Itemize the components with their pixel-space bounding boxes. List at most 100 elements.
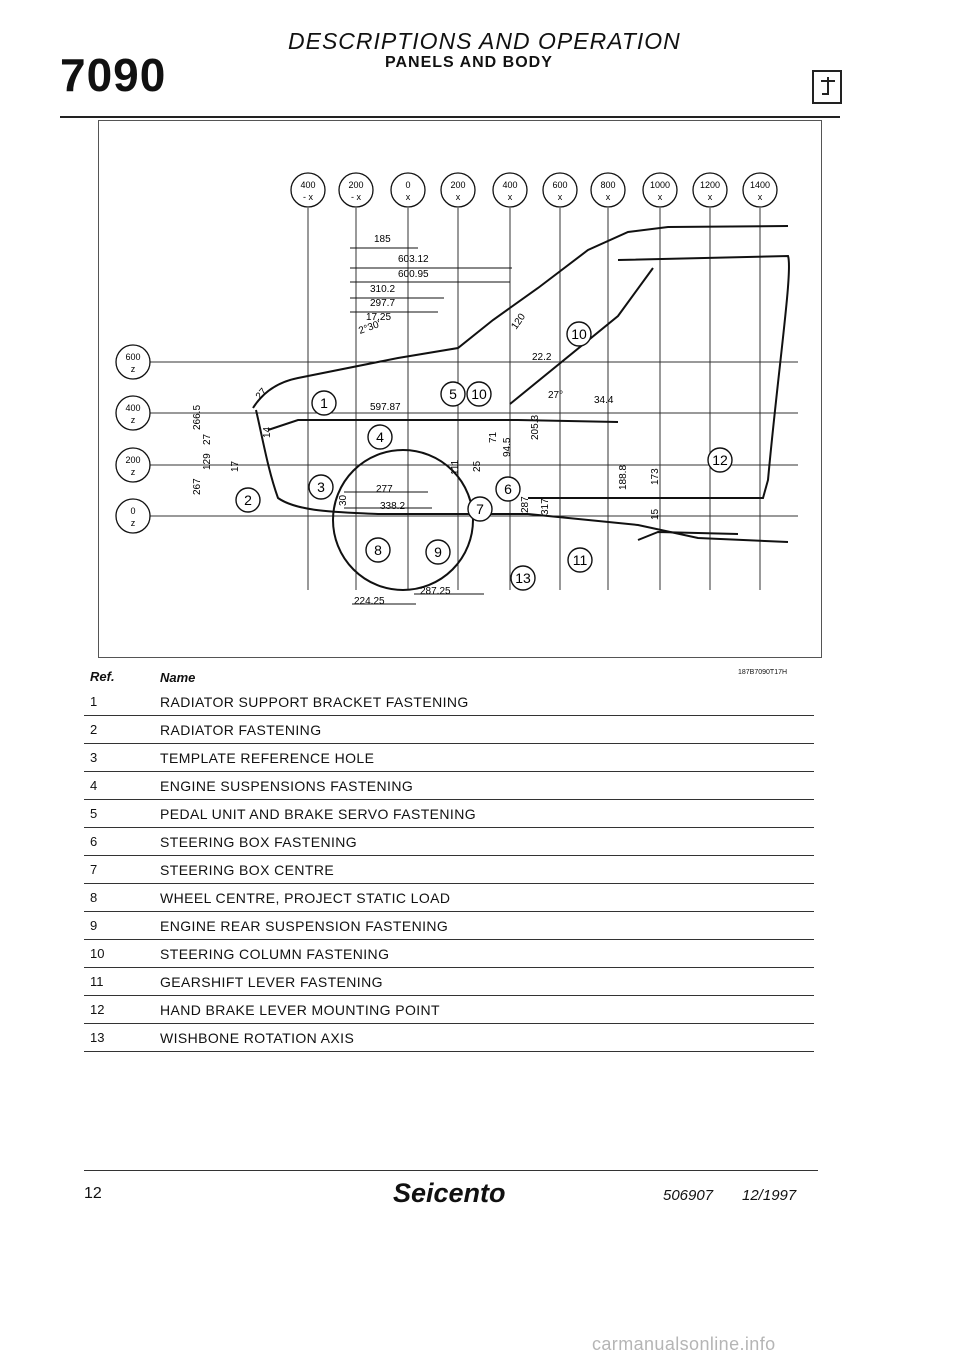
dimension-label: 310.2 [370,284,395,295]
dimension-label: 14 [262,426,273,438]
x-ref-value: 1200 [700,180,720,190]
dimension-label: 34.4 [594,395,614,406]
drawing-code: 187B7090T17H [738,669,788,676]
dimension-label: 17 [230,460,241,472]
brand-logo: Seicento [393,1178,506,1208]
row-name: RADIATOR SUPPORT BRACKET FASTENING [160,694,469,710]
callout-number: 6 [504,481,512,497]
row-ref: 8 [90,890,98,905]
page-title: DESCRIPTIONS AND OPERATION [288,28,681,54]
z-ref-bubble [115,447,151,483]
callout-bubble [440,381,466,407]
dimension-label: 22.2 [532,352,552,363]
row-ref: 10 [90,946,105,961]
row-name: STEERING BOX FASTENING [160,834,358,850]
row-ref: 9 [90,918,98,933]
dimension-label: 277 [376,484,393,495]
x-ref-bubble [390,172,426,208]
row-name: GEARSHIFT LEVER FASTENING [160,974,383,990]
dimension-label: 173 [650,468,661,485]
row-ref: 5 [90,806,98,821]
footer-rule [84,1170,818,1171]
callout-number: 7 [476,501,484,517]
z-ref-value: 0 [130,506,135,516]
z-ref-axis: z [131,415,136,425]
row-name: TEMPLATE REFERENCE HOLE [160,750,375,766]
z-ref-axis: z [131,364,136,374]
watermark: carmanualsonline.info [592,1334,776,1354]
callout-bubble [567,547,593,573]
callout-number: 8 [374,542,382,558]
x-ref-value: 1400 [750,180,770,190]
dimension-label: 129 [202,453,213,470]
z-ref-bubble [115,498,151,534]
x-ref-bubble [492,172,528,208]
z-ref-bubble [115,344,151,380]
dimension-label: 224.25 [354,596,385,607]
callout-number: 11 [573,552,588,568]
x-ref-value: 800 [600,180,615,190]
dimension-label: 30 [338,494,349,506]
x-ref-axis: x [558,192,563,202]
dimension-label: 27 [254,386,270,402]
name-column-header: Name [160,670,196,685]
dimension-label: 94.5 [502,437,513,457]
row-ref: 11 [90,974,104,989]
page-subtitle: PANELS AND BODY [385,54,553,71]
dimension-label: 338.2 [380,501,405,512]
dimension-label: 205.3 [530,415,541,440]
callout-number: 5 [449,386,457,402]
row-ref: 12 [90,1002,105,1017]
x-ref-axis: - x [351,192,361,202]
x-ref-axis: x [606,192,611,202]
callout-bubble [566,321,592,347]
x-ref-bubble [692,172,728,208]
document-date: 12/1997 [742,1187,797,1204]
table-row: 11 GEARSHIFT LEVER FASTENING [84,968,814,996]
dimension-label: 27 [202,433,213,445]
dimension-label: 287.25 [420,586,451,597]
dimension-label: 188.8 [618,465,629,490]
z-ref-value: 600 [125,352,140,362]
callout-number: 12 [712,452,728,468]
dimension-label: 2°30' [357,319,382,337]
row-name: WHEEL CENTRE, PROJECT STATIC LOAD [160,890,451,906]
callout-number: 2 [244,492,252,508]
x-ref-value: 600 [552,180,567,190]
callout-bubble [425,539,451,565]
x-ref-axis: x [456,192,461,202]
table-row: 5 PEDAL UNIT AND BRAKE SERVO FASTENING [84,800,814,828]
callout-bubble [367,424,393,450]
table-row: 1 RADIATOR SUPPORT BRACKET FASTENING [84,688,814,716]
row-ref: 1 [90,694,98,709]
z-ref-bubble [115,395,151,431]
x-ref-bubble [742,172,778,208]
x-ref-bubble [590,172,626,208]
x-ref-axis: - x [303,192,313,202]
callout-bubble [466,381,492,407]
dimension-label: 15 [650,508,661,520]
dimension-label: 185 [374,234,391,245]
reference-grid [150,208,798,590]
dimension-label: 603.12 [398,254,429,265]
row-ref: 3 [90,750,98,765]
x-ref-axis: x [658,192,663,202]
x-ref-value: 400 [300,180,315,190]
x-ref-axis: x [708,192,713,202]
row-ref: 2 [90,722,98,737]
dimension-label: 17.25 [366,312,391,323]
callout-number: 13 [515,570,531,586]
row-name: PEDAL UNIT AND BRAKE SERVO FASTENING [160,806,477,822]
callout-bubble [707,447,733,473]
section-code: 7090 [60,49,167,101]
callout-bubble [467,496,493,522]
callout-number: 9 [434,544,442,560]
page-number: 12 [84,1185,102,1202]
x-ref-axis: x [406,192,411,202]
callout-bubble [311,390,337,416]
row-name: HAND BRAKE LEVER MOUNTING POINT [160,1002,440,1018]
x-ref-value: 200 [348,180,363,190]
